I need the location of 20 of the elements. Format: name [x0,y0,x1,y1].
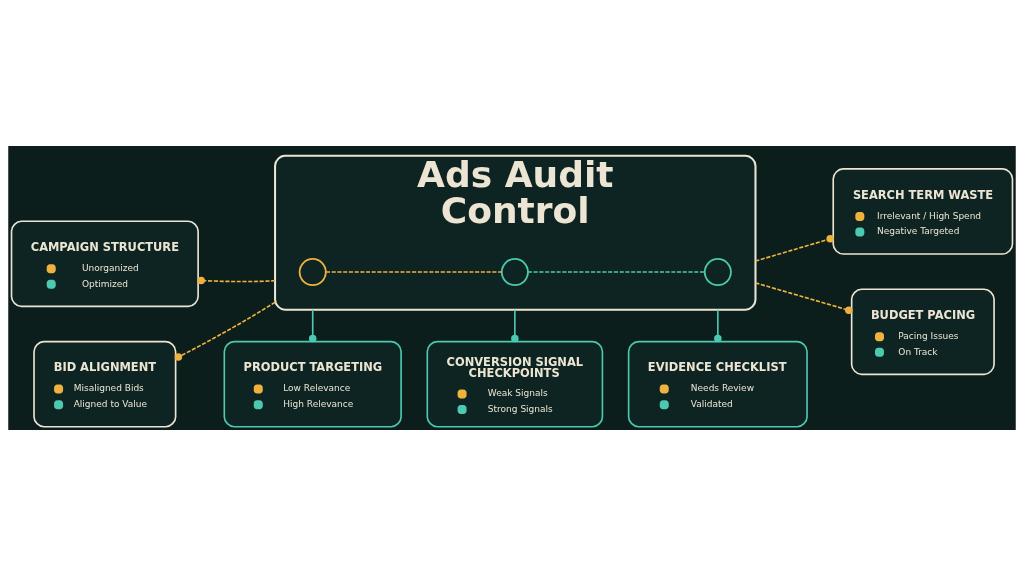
connector [197,276,276,285]
connector [754,282,853,315]
node-box: SEARCH TERM WASTE Irrelevant / High Spend Negative Targeted [832,168,1014,255]
node-circle [298,258,327,287]
cluster: Ads Audit Control [274,154,757,311]
connector [174,301,276,361]
node-box: BID ALIGNMENT Misaligned Bids Aligned to Value [33,340,177,428]
connector [527,271,706,273]
node-circle [500,258,529,287]
connector [308,308,317,343]
node-box: CAMPAIGN STRUCTURE Unorganized Optimized [10,220,199,308]
node-box: EVIDENCE CHECKLIST Needs Review Validated [627,340,808,428]
node-box: BUDGET PACING Pacing Issues On Track [850,288,995,376]
connector [511,308,519,343]
connector [754,235,834,262]
connector [714,308,722,343]
node-box: PRODUCT TARGETING Low Relevance High Relevance [223,340,402,428]
connector [325,271,503,273]
node-box: CONVERSION SIGNAL CHECKPOINTS Weak Signals Strong Signals [426,340,604,428]
node-circle [703,258,732,287]
